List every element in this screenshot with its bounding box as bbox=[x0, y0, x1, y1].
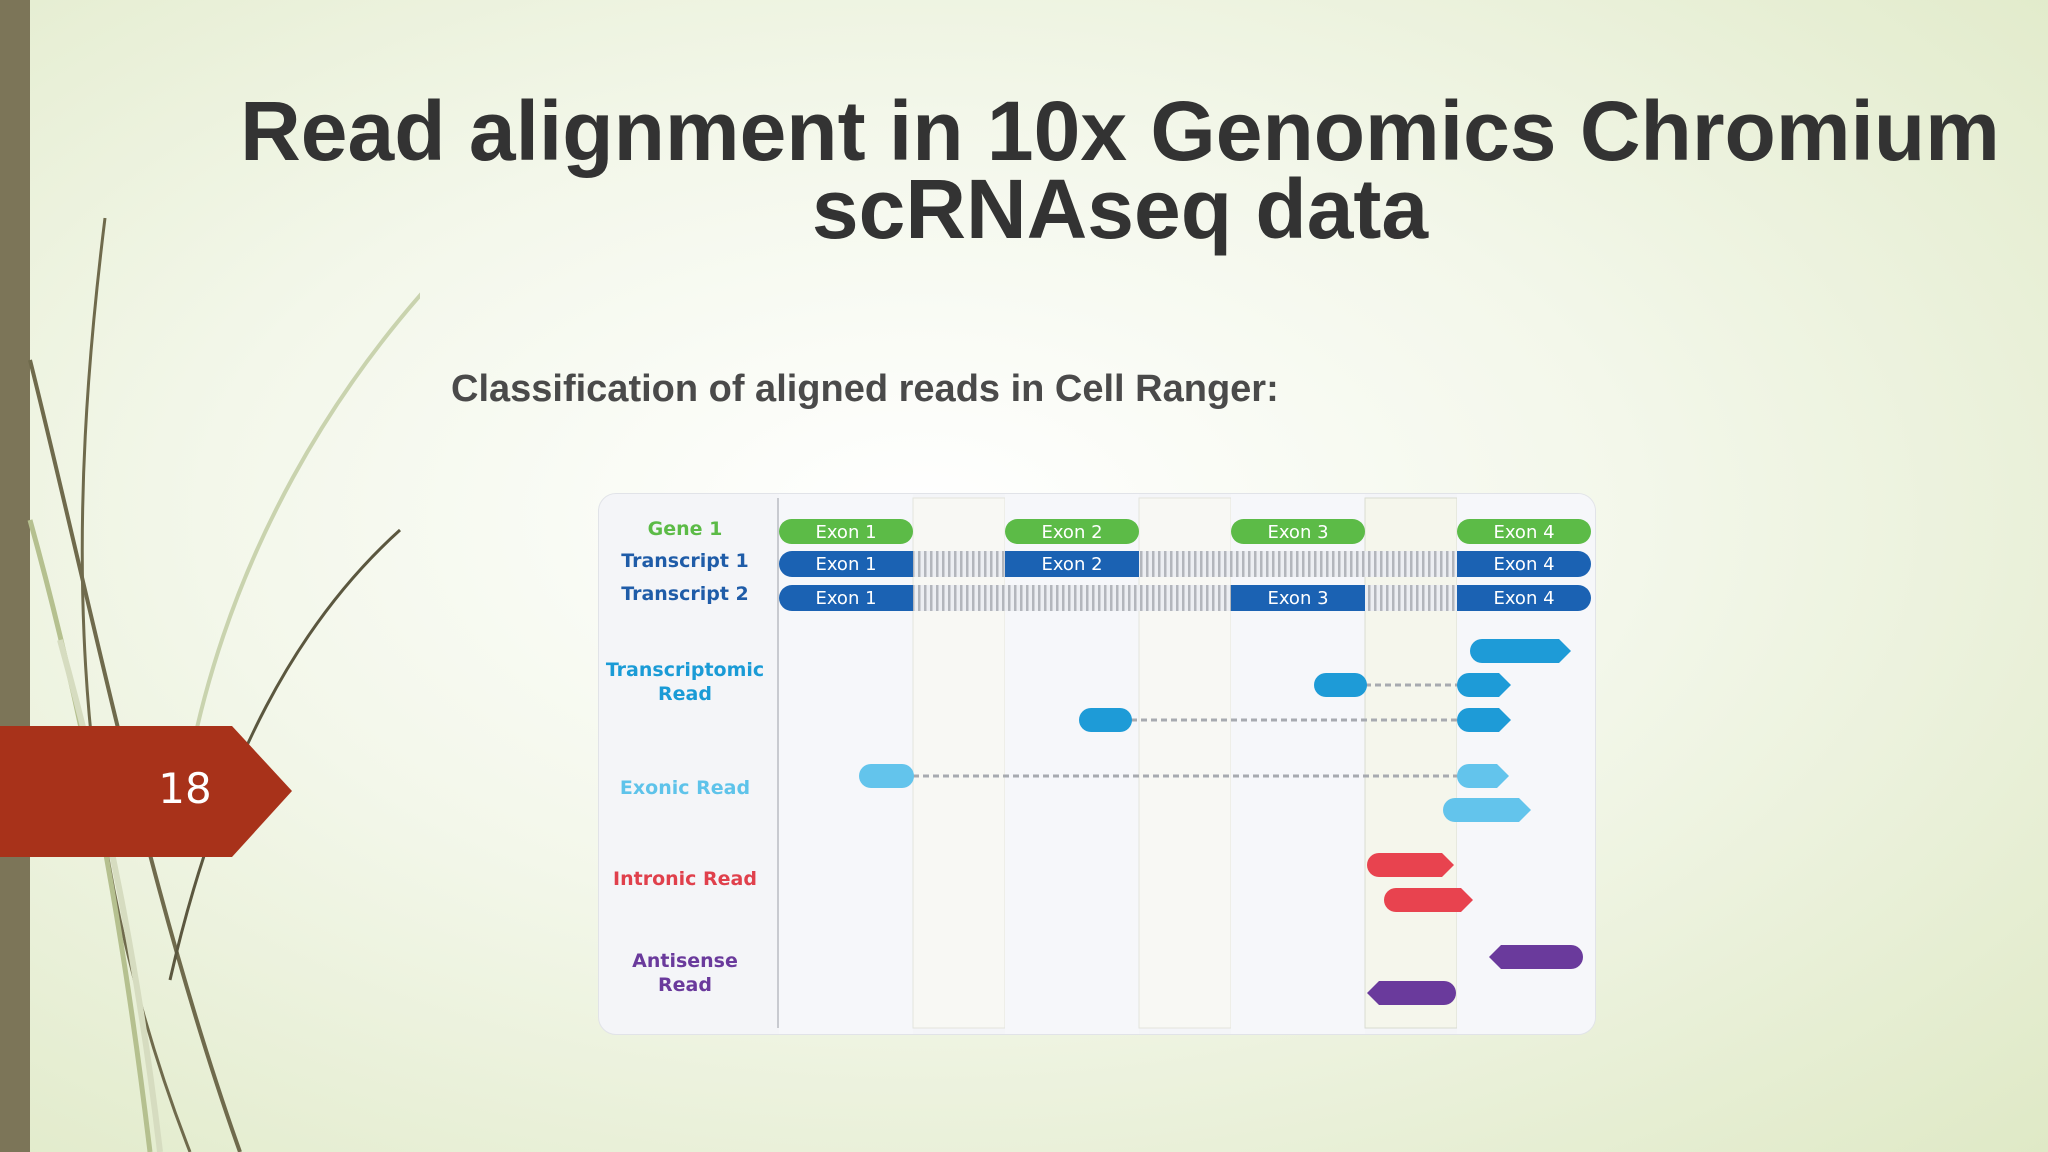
exonic-read-1a bbox=[859, 764, 914, 788]
exonic-reads bbox=[859, 764, 1531, 822]
label-antisense-line-1: Antisense bbox=[632, 950, 738, 972]
gene-1-exons bbox=[779, 519, 1591, 544]
splice-connectors bbox=[913, 683, 1461, 778]
intron3-column bbox=[1364, 497, 1458, 1029]
transcriptomic-read-3b bbox=[1457, 708, 1511, 732]
antisense-reads bbox=[1367, 945, 1583, 1005]
transcriptomic-read-1 bbox=[1470, 639, 1571, 663]
transcript1-exon2 bbox=[1005, 551, 1139, 577]
exonic-read-2 bbox=[1443, 798, 1531, 822]
intron1-column bbox=[912, 497, 1006, 1029]
transcript2-intron-a bbox=[913, 585, 1231, 611]
exonic-read-1b bbox=[1457, 764, 1509, 788]
left-accent-bar bbox=[0, 0, 30, 1152]
transcript2-exon3-label: Exon 3 bbox=[1267, 588, 1328, 609]
intron2-column bbox=[1138, 497, 1232, 1029]
gene1-exon3-label: Exon 3 bbox=[1267, 522, 1328, 543]
diagram-svg: Gene 1 Transcript 1 Transcript 2 Transcr… bbox=[606, 494, 1595, 1034]
intronic-reads bbox=[1367, 853, 1473, 912]
transcript2-exon4-label: Exon 4 bbox=[1493, 588, 1554, 609]
slide-subtitle: Classification of aligned reads in Cell … bbox=[451, 368, 1279, 410]
label-transcript-1: Transcript 1 bbox=[621, 550, 749, 572]
label-gene-1: Gene 1 bbox=[648, 518, 723, 540]
transcriptomic-read-2a bbox=[1314, 673, 1367, 697]
slide-title: Read alignment in 10x Genomics Chromium … bbox=[240, 84, 2000, 256]
label-exonic-read: Exonic Read bbox=[620, 777, 750, 799]
label-transcriptomic-line-1: Transcriptomic bbox=[606, 659, 764, 681]
transcriptomic-read-2b bbox=[1457, 673, 1511, 697]
gene1-exon4-label: Exon 4 bbox=[1493, 522, 1554, 543]
slide-title-line-1: Read alignment in 10x Genomics Chromium bbox=[240, 84, 2000, 178]
label-antisense-line-2: Read bbox=[658, 974, 712, 996]
gene1-exon1 bbox=[779, 519, 913, 544]
slide-title-line-2: scRNAseq data bbox=[811, 162, 1429, 256]
gene1-exon2-label: Exon 2 bbox=[1041, 522, 1102, 543]
label-transcript-2: Transcript 2 bbox=[621, 583, 749, 605]
transcript2-exon4 bbox=[1457, 585, 1591, 611]
label-transcriptomic-line-2: Read bbox=[658, 683, 712, 705]
transcript1-exon1-label: Exon 1 bbox=[815, 554, 876, 575]
transcript1-exon4-label: Exon 4 bbox=[1493, 554, 1554, 575]
label-intronic-read: Intronic Read bbox=[613, 868, 757, 890]
transcript2-intron-b bbox=[1365, 585, 1457, 611]
transcript-1-track bbox=[779, 551, 1591, 577]
transcript2-exon1 bbox=[779, 585, 913, 611]
antisense-read-1 bbox=[1489, 945, 1583, 969]
transcriptomic-read-3a bbox=[1079, 708, 1132, 732]
transcript2-exon1-label: Exon 1 bbox=[815, 588, 876, 609]
antisense-read-2 bbox=[1367, 981, 1456, 1005]
transcript1-exon1 bbox=[779, 551, 913, 577]
intronic-read-2 bbox=[1384, 888, 1473, 912]
transcriptomic-reads bbox=[1079, 639, 1571, 732]
gene1-exon1-label: Exon 1 bbox=[815, 522, 876, 543]
transcript1-exon4 bbox=[1457, 551, 1591, 577]
transcript1-intron-a bbox=[913, 551, 1005, 577]
slide-number-tab bbox=[0, 726, 292, 857]
exon3-column bbox=[1231, 494, 1365, 1034]
transcript2-exon3 bbox=[1231, 585, 1365, 611]
exon2-column bbox=[1005, 494, 1139, 1034]
read-classification-diagram: Gene 1 Transcript 1 Transcript 2 Transcr… bbox=[598, 493, 1596, 1035]
gene1-exon3 bbox=[1231, 519, 1365, 544]
gene1-exon4 bbox=[1457, 519, 1591, 544]
gene1-exon2 bbox=[1005, 519, 1139, 544]
transcript1-intron-b bbox=[1139, 551, 1457, 577]
transcript-2-track bbox=[779, 585, 1591, 611]
intronic-read-1 bbox=[1367, 853, 1454, 877]
slide-number: 18 bbox=[158, 764, 212, 813]
transcript1-exon2-label: Exon 2 bbox=[1041, 554, 1102, 575]
